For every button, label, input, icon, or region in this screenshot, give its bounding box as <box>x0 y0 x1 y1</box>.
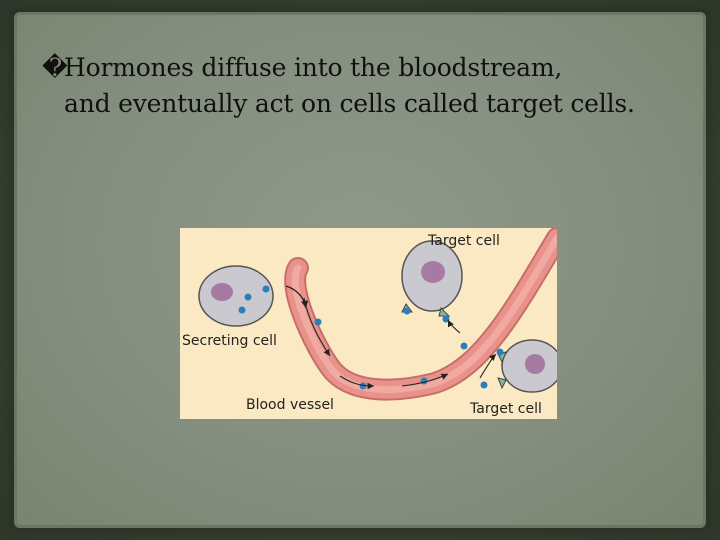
bullet-glyph: � <box>42 53 68 82</box>
target-cell-bottom-nucleus <box>525 354 545 374</box>
text-line-2: and eventually act on cells called targe… <box>64 89 635 118</box>
binding-arrow <box>447 319 461 334</box>
hormone-dot <box>496 348 504 356</box>
label-secreting-cell: Secreting cell <box>182 333 277 349</box>
hormone-dot <box>244 293 252 301</box>
text-line-1: Hormones diffuse into the bloodstream, <box>64 53 563 82</box>
flow-arrow <box>303 297 331 357</box>
label-blood-vessel: Blood vessel <box>246 397 334 413</box>
hormone-dot <box>480 381 488 389</box>
receptor-shape <box>438 307 451 317</box>
hormone-diagram: Secreting cell Blood vessel Target cell … <box>180 228 557 419</box>
slide-body-text: �Hormones diffuse into the bloodstream, … <box>42 50 692 122</box>
label-target-cell-bottom: Target cell <box>469 401 542 417</box>
hormone-dot <box>420 377 428 385</box>
hormone-dot <box>442 315 450 323</box>
secreting-cell-nucleus <box>211 283 233 301</box>
hormone-dot <box>238 306 246 314</box>
blood-vessel-core <box>291 234 557 393</box>
flow-arrow <box>401 373 449 387</box>
hormone-dot <box>460 342 468 350</box>
target-cell-top-nucleus <box>421 261 445 283</box>
receptor-shape <box>497 377 507 390</box>
binding-arrow <box>479 353 497 379</box>
diagram-svg: Secreting cell Blood vessel Target cell … <box>182 228 557 417</box>
hormone-dot <box>314 318 322 326</box>
flow-arrow <box>339 375 375 390</box>
hormone-dot <box>262 285 270 293</box>
hormone-dot <box>403 307 411 315</box>
label-target-cell-top: Target cell <box>427 233 500 249</box>
secreting-cell <box>198 265 274 327</box>
